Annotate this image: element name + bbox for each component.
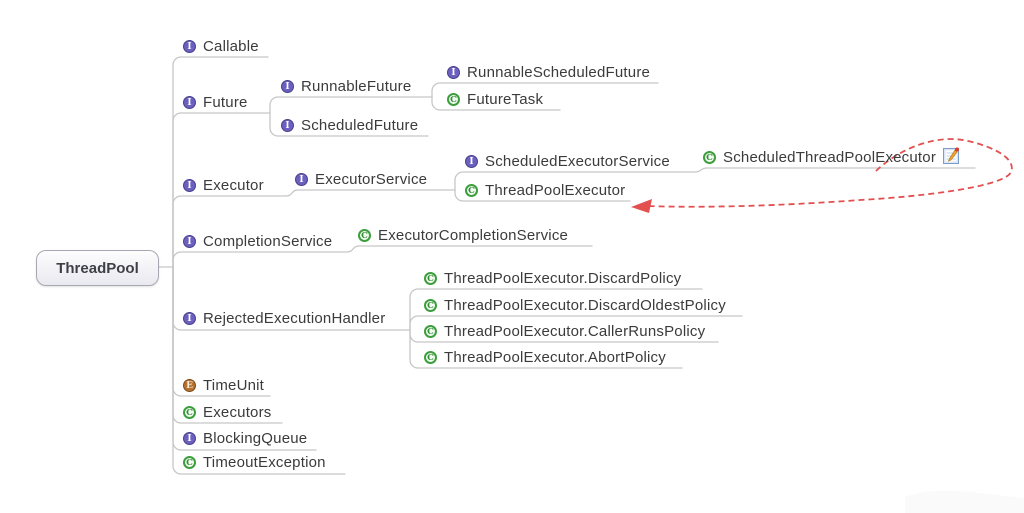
- class-icon: C: [183, 455, 196, 469]
- root-node-threadpool[interactable]: ThreadPool: [36, 250, 159, 286]
- node-scheduled-future[interactable]: I ScheduledFuture: [281, 114, 418, 136]
- node-label: RunnableScheduledFuture: [467, 63, 651, 81]
- interface-icon: I: [183, 234, 196, 248]
- node-label: TimeUnit: [203, 376, 265, 394]
- node-abort-policy[interactable]: C ThreadPoolExecutor.AbortPolicy: [424, 346, 666, 368]
- node-rejected-execution-handler[interactable]: I RejectedExecutionHandler: [183, 307, 385, 329]
- class-icon: C: [358, 228, 371, 242]
- node-callable[interactable]: I Callable: [183, 35, 259, 57]
- class-icon: C: [424, 298, 437, 312]
- watermark-shape: [905, 490, 1024, 513]
- interface-icon: I: [465, 154, 478, 168]
- interface-icon: I: [183, 431, 196, 445]
- node-blocking-queue[interactable]: I BlockingQueue: [183, 427, 307, 449]
- node-label: RunnableFuture: [301, 77, 412, 95]
- interface-icon: I: [295, 172, 308, 186]
- node-label: CompletionService: [203, 232, 333, 250]
- node-executor-completion-service[interactable]: C ExecutorCompletionService: [358, 224, 568, 246]
- relation-arrow: [631, 138, 1013, 213]
- node-label: ThreadPoolExecutor.AbortPolicy: [444, 348, 666, 366]
- node-discard-oldest-policy[interactable]: C ThreadPoolExecutor.DiscardOldestPolicy: [424, 294, 726, 316]
- node-discard-policy[interactable]: C ThreadPoolExecutor.DiscardPolicy: [424, 267, 681, 289]
- node-label: ScheduledExecutorService: [485, 152, 670, 170]
- node-label: Callable: [203, 37, 259, 55]
- interface-icon: I: [183, 95, 196, 109]
- node-label: Executor: [203, 176, 264, 194]
- enum-icon: E: [183, 378, 196, 392]
- class-icon: C: [424, 350, 437, 364]
- node-label: ThreadPoolExecutor: [485, 181, 626, 199]
- class-icon: C: [703, 150, 716, 164]
- node-label: ThreadPoolExecutor.DiscardPolicy: [444, 269, 682, 287]
- node-label: TimeoutException: [203, 453, 326, 471]
- node-future-task[interactable]: C FutureTask: [447, 88, 543, 110]
- node-label: BlockingQueue: [203, 429, 308, 447]
- interface-icon: I: [183, 39, 196, 53]
- node-label: Future: [203, 93, 248, 111]
- interface-icon: I: [183, 311, 196, 325]
- class-icon: C: [424, 271, 437, 285]
- arrowhead: [631, 199, 652, 213]
- class-icon: C: [465, 183, 478, 197]
- node-label: ScheduledFuture: [301, 116, 419, 134]
- node-scheduled-executor-service[interactable]: I ScheduledExecutorService: [465, 150, 670, 172]
- class-icon: C: [424, 324, 437, 338]
- node-scheduled-thread-pool-executor[interactable]: C ScheduledThreadPoolExecutor: [703, 146, 960, 168]
- node-executors[interactable]: C Executors: [183, 401, 272, 423]
- node-caller-runs-policy[interactable]: C ThreadPoolExecutor.CallerRunsPolicy: [424, 320, 705, 342]
- node-label: Executors: [203, 403, 272, 421]
- node-label: ThreadPoolExecutor.CallerRunsPolicy: [444, 322, 706, 340]
- interface-icon: I: [447, 65, 460, 79]
- class-icon: C: [447, 92, 460, 106]
- node-label: ExecutorService: [315, 170, 428, 188]
- interface-icon: I: [183, 178, 196, 192]
- node-label: ScheduledThreadPoolExecutor: [723, 148, 937, 166]
- note-icon[interactable]: [943, 147, 960, 169]
- node-time-unit[interactable]: E TimeUnit: [183, 374, 264, 396]
- node-timeout-exception[interactable]: C TimeoutException: [183, 451, 326, 473]
- node-future[interactable]: I Future: [183, 91, 248, 113]
- node-runnable-future[interactable]: I RunnableFuture: [281, 75, 411, 97]
- node-executor-service[interactable]: I ExecutorService: [295, 168, 427, 190]
- node-label: ExecutorCompletionService: [378, 226, 569, 244]
- node-label: ThreadPoolExecutor.DiscardOldestPolicy: [444, 296, 726, 314]
- node-completion-service[interactable]: I CompletionService: [183, 230, 332, 252]
- class-icon: C: [183, 405, 196, 419]
- node-executor[interactable]: I Executor: [183, 174, 264, 196]
- interface-icon: I: [281, 118, 294, 132]
- node-runnable-scheduled-future[interactable]: I RunnableScheduledFuture: [447, 61, 650, 83]
- node-label: FutureTask: [467, 90, 544, 108]
- node-thread-pool-executor[interactable]: C ThreadPoolExecutor: [465, 179, 625, 201]
- interface-icon: I: [281, 79, 294, 93]
- node-label: RejectedExecutionHandler: [203, 309, 386, 327]
